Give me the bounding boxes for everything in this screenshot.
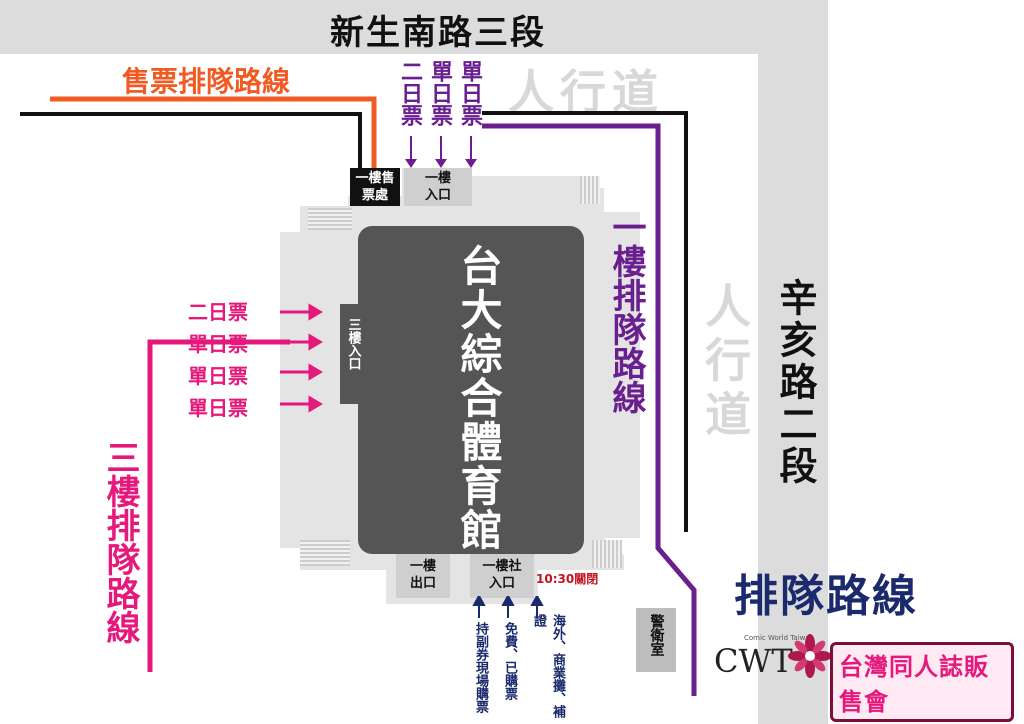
bottom-label: 免費、已購票 <box>502 622 517 700</box>
entrance-3f: 三樓入口 <box>340 304 366 404</box>
arrow-down-icon <box>435 136 447 168</box>
guard-room-label: 警衛室 <box>648 614 665 656</box>
close-time: 10:30關閉 <box>536 572 599 586</box>
top-ticket-label: 單日票 <box>457 60 482 126</box>
guard-room: 警衛室 <box>636 608 676 672</box>
club-entrance-1f: 一樓社入口 <box>470 554 534 598</box>
road-east-label: 辛亥路二段 <box>773 278 817 488</box>
ticket-queue-label: 售票排隊路線 <box>122 65 291 98</box>
legend-title: 排隊路線 <box>734 571 918 622</box>
bottom-label: 海外、商業攤、補證 <box>531 614 565 718</box>
club-entrance-1f-label: 一樓社入口 <box>482 559 522 591</box>
flower-icon <box>788 634 832 678</box>
road-north <box>0 0 828 54</box>
left-ticket-label: 單日票 <box>188 396 248 420</box>
navy-arrows <box>472 596 544 618</box>
event-name: 台灣同人誌販售會 <box>830 642 1014 722</box>
logo-small: Comic World Taiwan <box>744 634 815 642</box>
entrance-3f-label: 三樓入口 <box>345 318 361 370</box>
arrow-down-icon <box>465 136 477 168</box>
top-ticket-label: 二日票 <box>397 60 422 126</box>
logo: CWT Comic World Taiwan 台灣同人誌販售會 <box>714 632 1014 722</box>
left-ticket-label: 單日票 <box>188 332 248 356</box>
road-east <box>758 0 828 724</box>
floor1-queue-label: 一樓排隊路線 <box>606 210 646 414</box>
sidewalk-top-label: 人行道 <box>508 65 664 119</box>
left-ticket-label: 二日票 <box>188 300 248 324</box>
road-north-label: 新生南路三段 <box>330 13 546 53</box>
arena <box>358 226 584 554</box>
pink-arrows <box>280 303 323 413</box>
ticket-office: 一樓售票處 <box>350 168 400 206</box>
arena-name: 台大綜合體育館 <box>454 244 503 552</box>
entrance-1f-label: 一樓入口 <box>424 171 451 203</box>
floor3-queue-label: 三樓排隊路線 <box>100 440 140 644</box>
top-ticket-label: 單日票 <box>427 60 452 126</box>
exit-1f: 一樓出口 <box>396 554 450 598</box>
entrance-1f: 一樓入口 <box>404 168 472 206</box>
left-ticket-label: 單日票 <box>188 364 248 388</box>
logo-text: CWT <box>714 642 793 680</box>
arrow-down-icon <box>405 136 417 168</box>
exit-1f-label: 一樓出口 <box>409 559 436 591</box>
bottom-label: 持副券現場購票 <box>473 622 488 713</box>
ticket-office-label: 一樓售票處 <box>355 171 395 203</box>
sidewalk-right-label: 人行道 <box>698 282 752 444</box>
